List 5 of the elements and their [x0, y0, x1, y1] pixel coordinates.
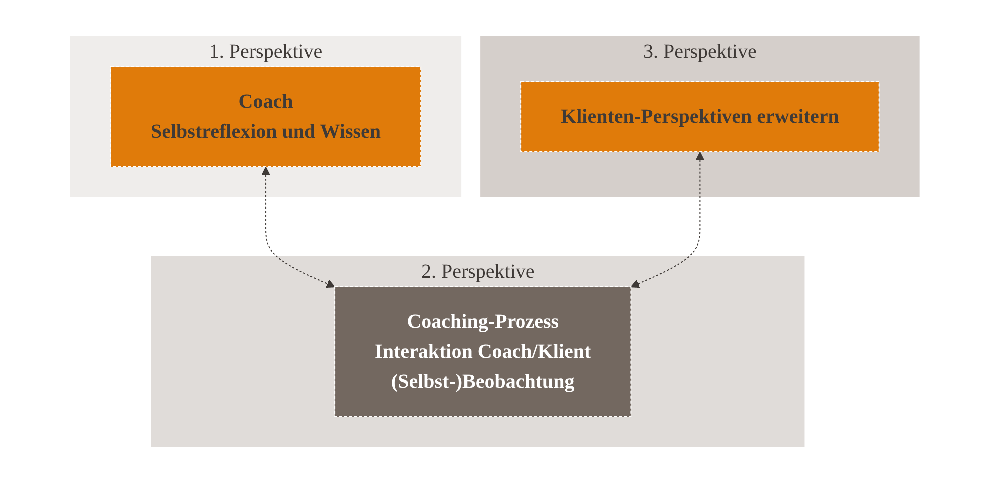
- node-box: Klienten-Perspektiven erweitern: [520, 81, 880, 152]
- arrow: [262, 166, 336, 288]
- node-box: Coach Selbstreflexion und Wissen: [110, 66, 422, 167]
- node-box: Coaching-Prozess Interaktion Coach/Klient (Selbst-)Beobachtung: [334, 286, 632, 417]
- arrow: [631, 152, 705, 288]
